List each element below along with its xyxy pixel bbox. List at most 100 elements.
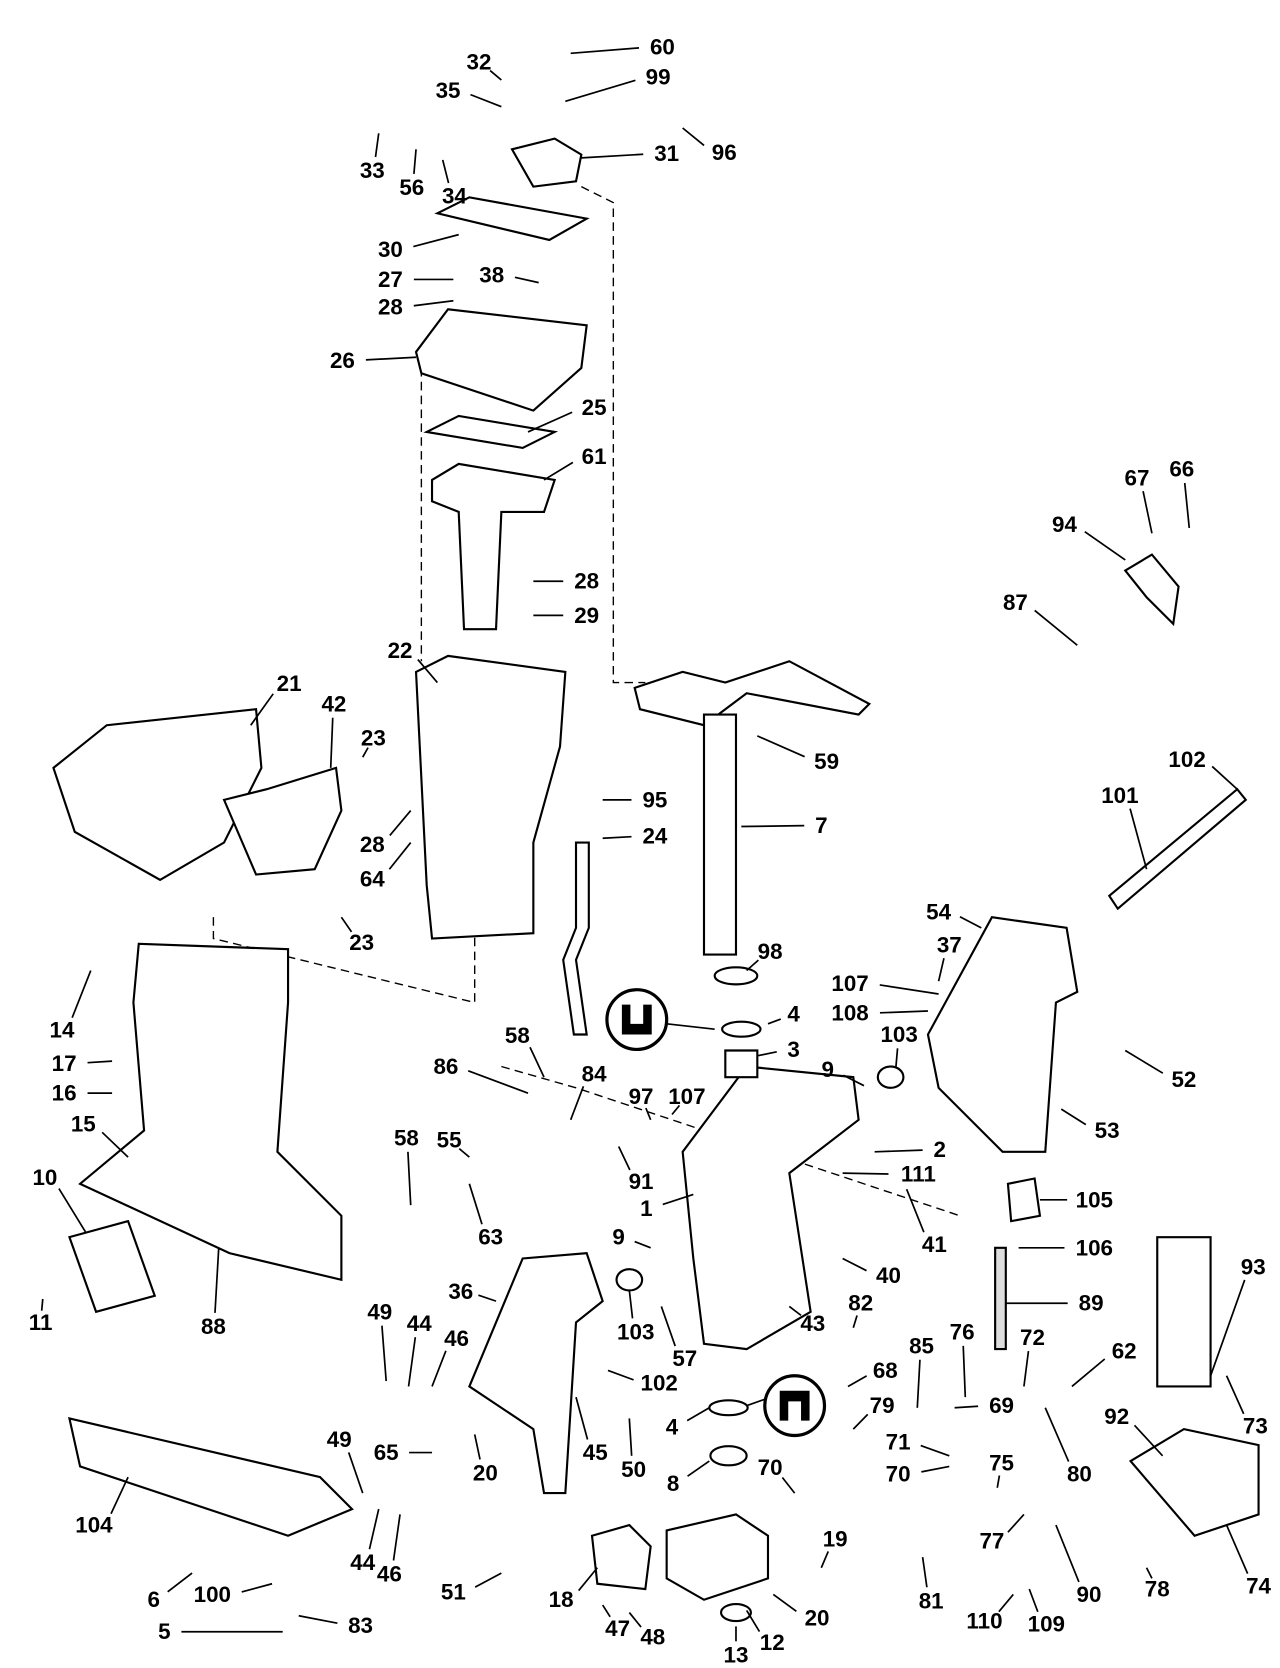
callout-63: 63: [478, 1225, 503, 1250]
callout-58: 58: [505, 1023, 530, 1048]
leader-line: [1071, 1358, 1106, 1388]
callout-8: 8: [667, 1471, 679, 1496]
leader-line: [474, 1572, 502, 1588]
leader-line: [879, 1010, 928, 1014]
leader-line: [489, 69, 502, 81]
block-18: [590, 1523, 652, 1591]
leader-line: [852, 1315, 858, 1329]
leader-line: [666, 1022, 715, 1031]
leader-line: [601, 1604, 611, 1618]
leader-line: [1142, 491, 1153, 534]
callout-50: 50: [621, 1457, 646, 1482]
callout-67: 67: [1125, 465, 1150, 490]
callout-1: 1: [640, 1196, 652, 1221]
callout-65: 65: [374, 1440, 399, 1465]
callout-99: 99: [646, 64, 671, 89]
leader-line: [602, 835, 632, 840]
callout-44: 44: [350, 1550, 375, 1575]
callout-49: 49: [327, 1427, 352, 1452]
callout-15: 15: [71, 1112, 96, 1137]
callout-40: 40: [876, 1263, 901, 1288]
leader-line: [1211, 765, 1238, 790]
leader-line: [996, 1475, 1001, 1488]
callout-23: 23: [361, 725, 386, 750]
callout-109: 109: [1028, 1612, 1065, 1637]
callout-60: 60: [650, 34, 675, 59]
drive-shaft-housing-15: [78, 942, 343, 1282]
leader-line: [167, 1572, 193, 1593]
leader-line: [879, 984, 939, 995]
tube-101: [1107, 787, 1248, 911]
exhaust-housing-22: [414, 654, 567, 940]
callout-74: 74: [1246, 1573, 1271, 1598]
callout-33: 33: [360, 158, 385, 183]
callout-43: 43: [800, 1311, 825, 1336]
callout-21: 21: [277, 671, 302, 696]
leader-line: [570, 47, 640, 55]
callout-24: 24: [642, 824, 667, 849]
leader-line: [682, 127, 705, 147]
callout-73: 73: [1243, 1413, 1268, 1438]
cover-21: [52, 708, 263, 882]
spring-89: [994, 1246, 1007, 1351]
leader-line: [565, 79, 636, 103]
block-12: [665, 1513, 770, 1601]
callout-42: 42: [321, 691, 346, 716]
leader-line: [628, 1418, 633, 1456]
leader-line: [1145, 1567, 1153, 1579]
leader-line: [329, 717, 334, 768]
callout-88: 88: [201, 1314, 226, 1339]
leader-line: [962, 1345, 967, 1398]
callout-56: 56: [399, 175, 424, 200]
exhaust-housing-61: [430, 462, 557, 631]
leader-line: [361, 747, 369, 758]
callout-52: 52: [1171, 1067, 1196, 1092]
washer-103: [615, 1268, 644, 1292]
leader-line: [746, 1398, 766, 1407]
leader-line: [458, 1147, 470, 1158]
washer-98: [713, 966, 759, 986]
callout-59: 59: [814, 749, 839, 774]
leader-line: [389, 809, 412, 837]
leader-line: [470, 93, 502, 108]
leader-line: [781, 1476, 796, 1494]
leader-line: [745, 1609, 761, 1633]
callout-85: 85: [909, 1333, 934, 1358]
callout-72: 72: [1020, 1325, 1045, 1350]
leader-line: [741, 824, 805, 828]
leader-line: [937, 958, 945, 982]
assembly-line: [581, 186, 646, 684]
tilt-lock-94: [1123, 553, 1180, 627]
leader-line: [662, 1193, 694, 1206]
leader-line: [413, 233, 459, 248]
swivel-bracket-1: [681, 1065, 860, 1351]
leader-line: [607, 1369, 634, 1381]
callout-107: 107: [668, 1084, 705, 1109]
leader-lines: [40, 47, 1249, 1642]
leader-line: [388, 841, 412, 870]
leader-line: [1133, 1424, 1164, 1457]
callout-30: 30: [378, 237, 403, 262]
callout-91: 91: [629, 1169, 654, 1194]
leader-line: [916, 1359, 921, 1408]
leader-line: [1124, 1049, 1164, 1074]
leader-line: [874, 1149, 923, 1153]
callout-104: 104: [75, 1513, 113, 1538]
callout-46: 46: [377, 1562, 402, 1587]
leader-line: [578, 1567, 599, 1592]
callout-70: 70: [886, 1461, 911, 1486]
callout-89: 89: [1079, 1291, 1104, 1316]
callout-34: 34: [442, 184, 467, 209]
callout-97: 97: [629, 1084, 654, 1109]
leader-line: [1225, 1524, 1249, 1574]
callout-14: 14: [50, 1018, 75, 1043]
leader-line: [569, 1086, 585, 1121]
callout-12: 12: [760, 1630, 785, 1655]
callout-49: 49: [367, 1299, 392, 1324]
callout-6: 6: [147, 1587, 159, 1612]
leader-line: [1183, 482, 1191, 529]
callout-55: 55: [437, 1128, 462, 1153]
leader-line: [514, 276, 539, 284]
